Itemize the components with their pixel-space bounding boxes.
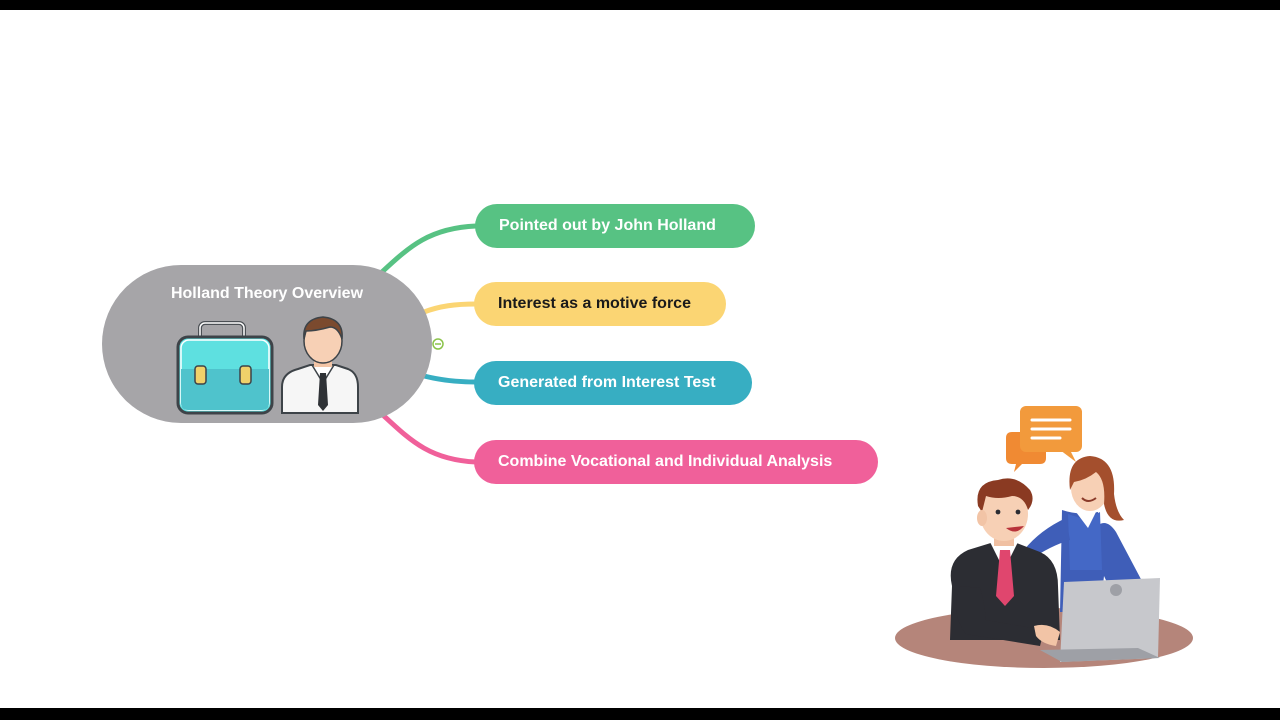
chat-bubbles-icon — [1006, 406, 1082, 472]
collapse-toggle-icon[interactable] — [432, 338, 444, 350]
central-topic-title: Holland Theory Overview — [170, 285, 364, 302]
connector-pink — [381, 413, 479, 465]
businessman-icon — [281, 316, 359, 414]
branch-topic-john-holland[interactable]: Pointed out by John Holland — [475, 204, 755, 248]
connector-green — [379, 223, 479, 275]
briefcase-icon — [176, 321, 274, 415]
connector-layer — [379, 223, 479, 465]
laptop-icon — [1034, 578, 1160, 662]
man-figure — [950, 478, 1060, 646]
central-topic[interactable]: Holland Theory Overview — [102, 265, 432, 423]
branch-topic-vocational-analysis[interactable]: Combine Vocational and Individual Analys… — [474, 440, 878, 484]
connector-yellow — [421, 301, 479, 315]
office-people-illustration — [895, 406, 1193, 668]
connector-teal — [421, 373, 479, 385]
branch-topic-interest-test[interactable]: Generated from Interest Test — [474, 361, 752, 405]
central-topic-art — [176, 316, 359, 415]
mind-map-canvas: Holland Theory Overview — [0, 10, 1280, 708]
branch-topic-motive-force[interactable]: Interest as a motive force — [474, 282, 726, 326]
